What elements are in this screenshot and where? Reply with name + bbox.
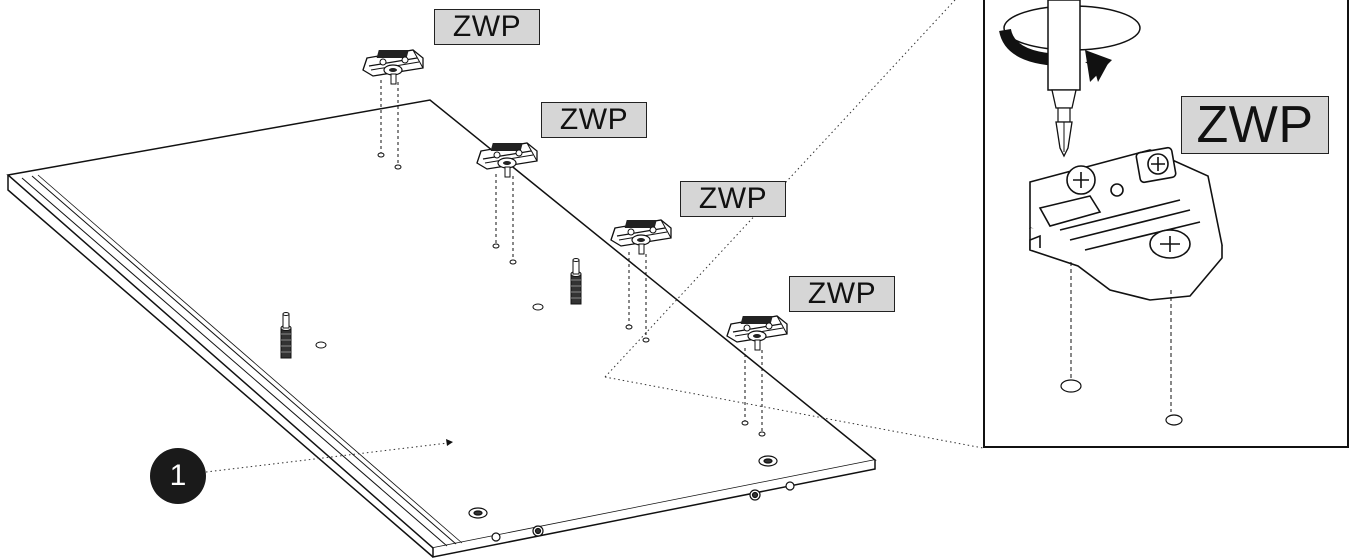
part-code-label: ZWP: [789, 276, 895, 312]
part-code-label: ZWP: [434, 9, 540, 45]
step-pointer: [205, 439, 453, 473]
panel-holes: [315, 152, 766, 437]
cam-fitting-icon: [468, 455, 795, 542]
detail-view: [999, 0, 1223, 426]
step-number-badge: 1: [150, 448, 206, 504]
part-code-label: ZWP: [541, 102, 647, 138]
guide-lines: [380, 80, 763, 432]
panel: [6, 99, 877, 558]
detail-inset-frame: [983, 0, 1349, 448]
dowel-icon: [280, 312, 292, 359]
screwdriver-icon: [1047, 0, 1081, 158]
detail-part-code-label: ZWP: [1181, 96, 1329, 154]
dowel-icon: [570, 258, 582, 305]
mounting-plate-icon: [1029, 146, 1223, 301]
part-code-label: ZWP: [680, 181, 786, 217]
